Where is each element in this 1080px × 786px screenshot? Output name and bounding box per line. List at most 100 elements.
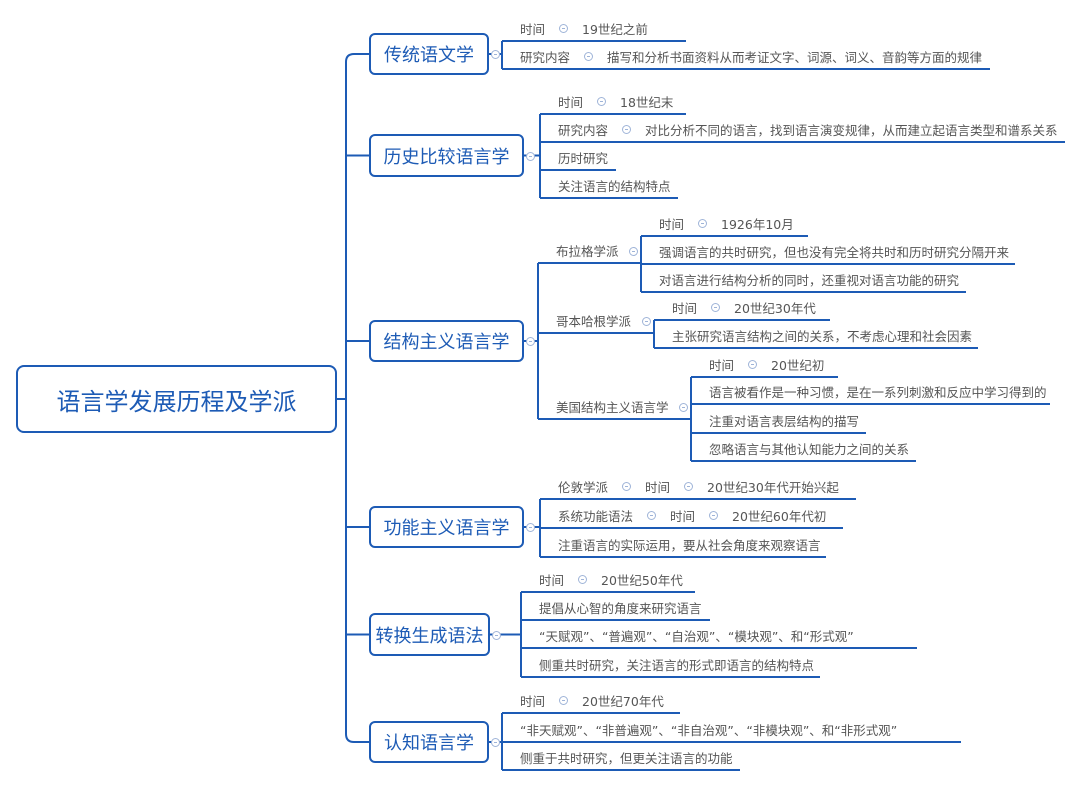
- collapse-icon[interactable]: [629, 247, 638, 256]
- leaf-node[interactable]: 历时研究: [540, 145, 616, 171]
- school-node[interactable]: 哥本哈根学派: [538, 308, 654, 334]
- leaf-value: 关注语言的结构特点: [558, 179, 671, 194]
- school-node[interactable]: 美国结构主义语言学: [538, 394, 691, 420]
- bracket-line: [690, 377, 692, 461]
- leaf-node[interactable]: 时间 20世纪初: [691, 352, 838, 378]
- leaf-node[interactable]: 语言被看作是一种习惯，是在一系列刺激和反应中学习得到的: [691, 379, 1050, 405]
- bracket-line: [520, 592, 522, 677]
- branch-node[interactable]: 传统语文学: [369, 33, 489, 75]
- leaf-text: 研究内容描写和分析书面资料从而考证文字、词源、词义、音韵等方面的规律: [520, 47, 982, 66]
- leaf-text: 历时研究: [558, 148, 608, 167]
- collapse-icon[interactable]: [748, 360, 758, 369]
- leaf-label: 研究内容: [558, 123, 609, 138]
- branch-node[interactable]: 认知语言学: [369, 721, 489, 763]
- leaf-node[interactable]: 强调语言的共时研究，但也没有完全将共时和历时研究分隔开来: [641, 239, 1015, 265]
- leaf-node[interactable]: 时间 20世纪30年代: [654, 295, 830, 321]
- leaf-text: 主张研究语言结构之间的关系，不考虑心理和社会因素: [672, 326, 972, 345]
- collapse-icon[interactable]: [647, 511, 657, 520]
- leaf-label: 时间: [709, 358, 735, 373]
- branch-connector: [345, 733, 369, 743]
- collapse-icon[interactable]: [526, 523, 535, 532]
- leaf-node[interactable]: 时间 19世纪之前: [502, 16, 686, 42]
- leaf-node[interactable]: 关注语言的结构特点: [540, 173, 678, 199]
- leaf-node[interactable]: 主张研究语言结构之间的关系，不考虑心理和社会因素: [654, 323, 978, 349]
- leaf-value: 20世纪初: [771, 358, 825, 373]
- leaf-value: 描写和分析书面资料从而考证文字、词源、词义、音韵等方面的规律: [607, 50, 983, 65]
- leaf-node[interactable]: 对语言进行结构分析的同时，还重视对语言功能的研究: [641, 267, 966, 293]
- leaf-label: 时间: [558, 95, 584, 110]
- bracket-line: [501, 41, 503, 69]
- leaf-value: 对比分析不同的语言，找到语言演变规律，从而建立起语言类型和谱系关系: [645, 123, 1058, 138]
- leaf-node[interactable]: 忽略语言与其他认知能力之间的关系: [691, 436, 916, 462]
- leaf-value: “非天赋观”、“非普遍观”、“非自治观”、“非模块观”、和“非形式观”: [520, 723, 898, 738]
- collapse-icon[interactable]: [584, 52, 594, 61]
- branch-node[interactable]: 功能主义语言学: [369, 506, 524, 548]
- leaf-node[interactable]: “非天赋观”、“非普遍观”、“非自治观”、“非模块观”、和“非形式观”: [502, 717, 961, 743]
- collapse-icon[interactable]: [491, 50, 500, 59]
- leaf-value: 20世纪30年代: [734, 301, 816, 316]
- leaf-value: 1926年10月: [721, 217, 794, 232]
- collapse-icon[interactable]: [622, 482, 632, 491]
- leaf-label: 时间: [520, 22, 546, 37]
- school-label: 美国结构主义语言学: [556, 400, 669, 415]
- root-node[interactable]: 语言学发展历程及学派: [16, 365, 337, 433]
- leaf-text: 忽略语言与其他认知能力之间的关系: [709, 439, 909, 458]
- leaf-node[interactable]: 侧重于共时研究，但更关注语言的功能: [502, 745, 740, 771]
- collapse-icon[interactable]: [679, 403, 688, 412]
- leaf-value: 注重对语言表层结构的描写: [709, 414, 860, 429]
- leaf-label: 时间: [672, 301, 698, 316]
- leaf-text: 注重对语言表层结构的描写: [709, 411, 859, 430]
- leaf-node[interactable]: 侧重共时研究，关注语言的形式即语言的结构特点: [521, 652, 820, 678]
- collapse-icon[interactable]: [684, 482, 694, 491]
- leaf-value: 侧重于共时研究，但更关注语言的功能: [520, 751, 733, 766]
- collapse-icon[interactable]: [698, 219, 708, 228]
- collapse-icon[interactable]: [526, 337, 535, 346]
- leaf-text: “天赋观”、“普遍观”、“自治观”、“模块观”、和“形式观”: [539, 626, 854, 645]
- school-name: 布拉格学派: [556, 241, 619, 260]
- leaf-node[interactable]: “天赋观”、“普遍观”、“自治观”、“模块观”、和“形式观”: [521, 623, 917, 649]
- collapse-icon[interactable]: [597, 97, 607, 106]
- school-node[interactable]: 布拉格学派: [538, 238, 641, 264]
- leaf-text: 时间 20世纪30年代: [672, 298, 816, 317]
- leaf-node[interactable]: 提倡从心智的角度来研究语言: [521, 595, 710, 621]
- collapse-icon[interactable]: [709, 511, 719, 520]
- leaf-value: “天赋观”、“普遍观”、“自治观”、“模块观”、和“形式观”: [539, 629, 854, 644]
- collapse-icon[interactable]: [578, 575, 588, 584]
- leaf-node[interactable]: 注重语言的实际运用，要从社会角度来观察语言: [540, 532, 826, 558]
- school-label: 哥本哈根学派: [556, 314, 632, 329]
- branch-node[interactable]: 转换生成语法: [369, 613, 490, 656]
- leaf-value: 时间: [670, 509, 696, 524]
- collapse-icon[interactable]: [642, 317, 651, 326]
- leaf-node[interactable]: 注重对语言表层结构的描写: [691, 408, 866, 434]
- leaf-text: 时间 19世纪之前: [520, 19, 648, 38]
- leaf-text: “非天赋观”、“非普遍观”、“非自治观”、“非模块观”、和“非形式观”: [520, 720, 897, 739]
- leaf-node[interactable]: 研究内容 对比分析不同的语言，找到语言演变规律，从而建立起语言类型和谱系关系: [540, 117, 1065, 143]
- branch-node[interactable]: 历史比较语言学: [369, 134, 524, 177]
- leaf-value: 19世纪之前: [582, 22, 648, 37]
- leaf-node[interactable]: 研究内容描写和分析书面资料从而考证文字、词源、词义、音韵等方面的规律: [502, 44, 990, 70]
- collapse-icon[interactable]: [526, 151, 535, 161]
- branch-node[interactable]: 结构主义语言学: [369, 320, 524, 362]
- collapse-icon[interactable]: [622, 125, 632, 134]
- collapse-icon[interactable]: [711, 303, 721, 312]
- collapse-icon[interactable]: [559, 696, 569, 705]
- collapse-icon[interactable]: [492, 630, 501, 640]
- leaf-value: 20世纪60年代初: [732, 509, 827, 524]
- collapse-icon[interactable]: [491, 738, 500, 747]
- collapse-icon[interactable]: [559, 24, 569, 33]
- leaf-text: 对语言进行结构分析的同时，还重视对语言功能的研究: [659, 270, 959, 289]
- school-name: 哥本哈根学派: [556, 311, 631, 330]
- leaf-value: 历时研究: [558, 151, 609, 166]
- leaf-value: 主张研究语言结构之间的关系，不考虑心理和社会因素: [672, 329, 973, 344]
